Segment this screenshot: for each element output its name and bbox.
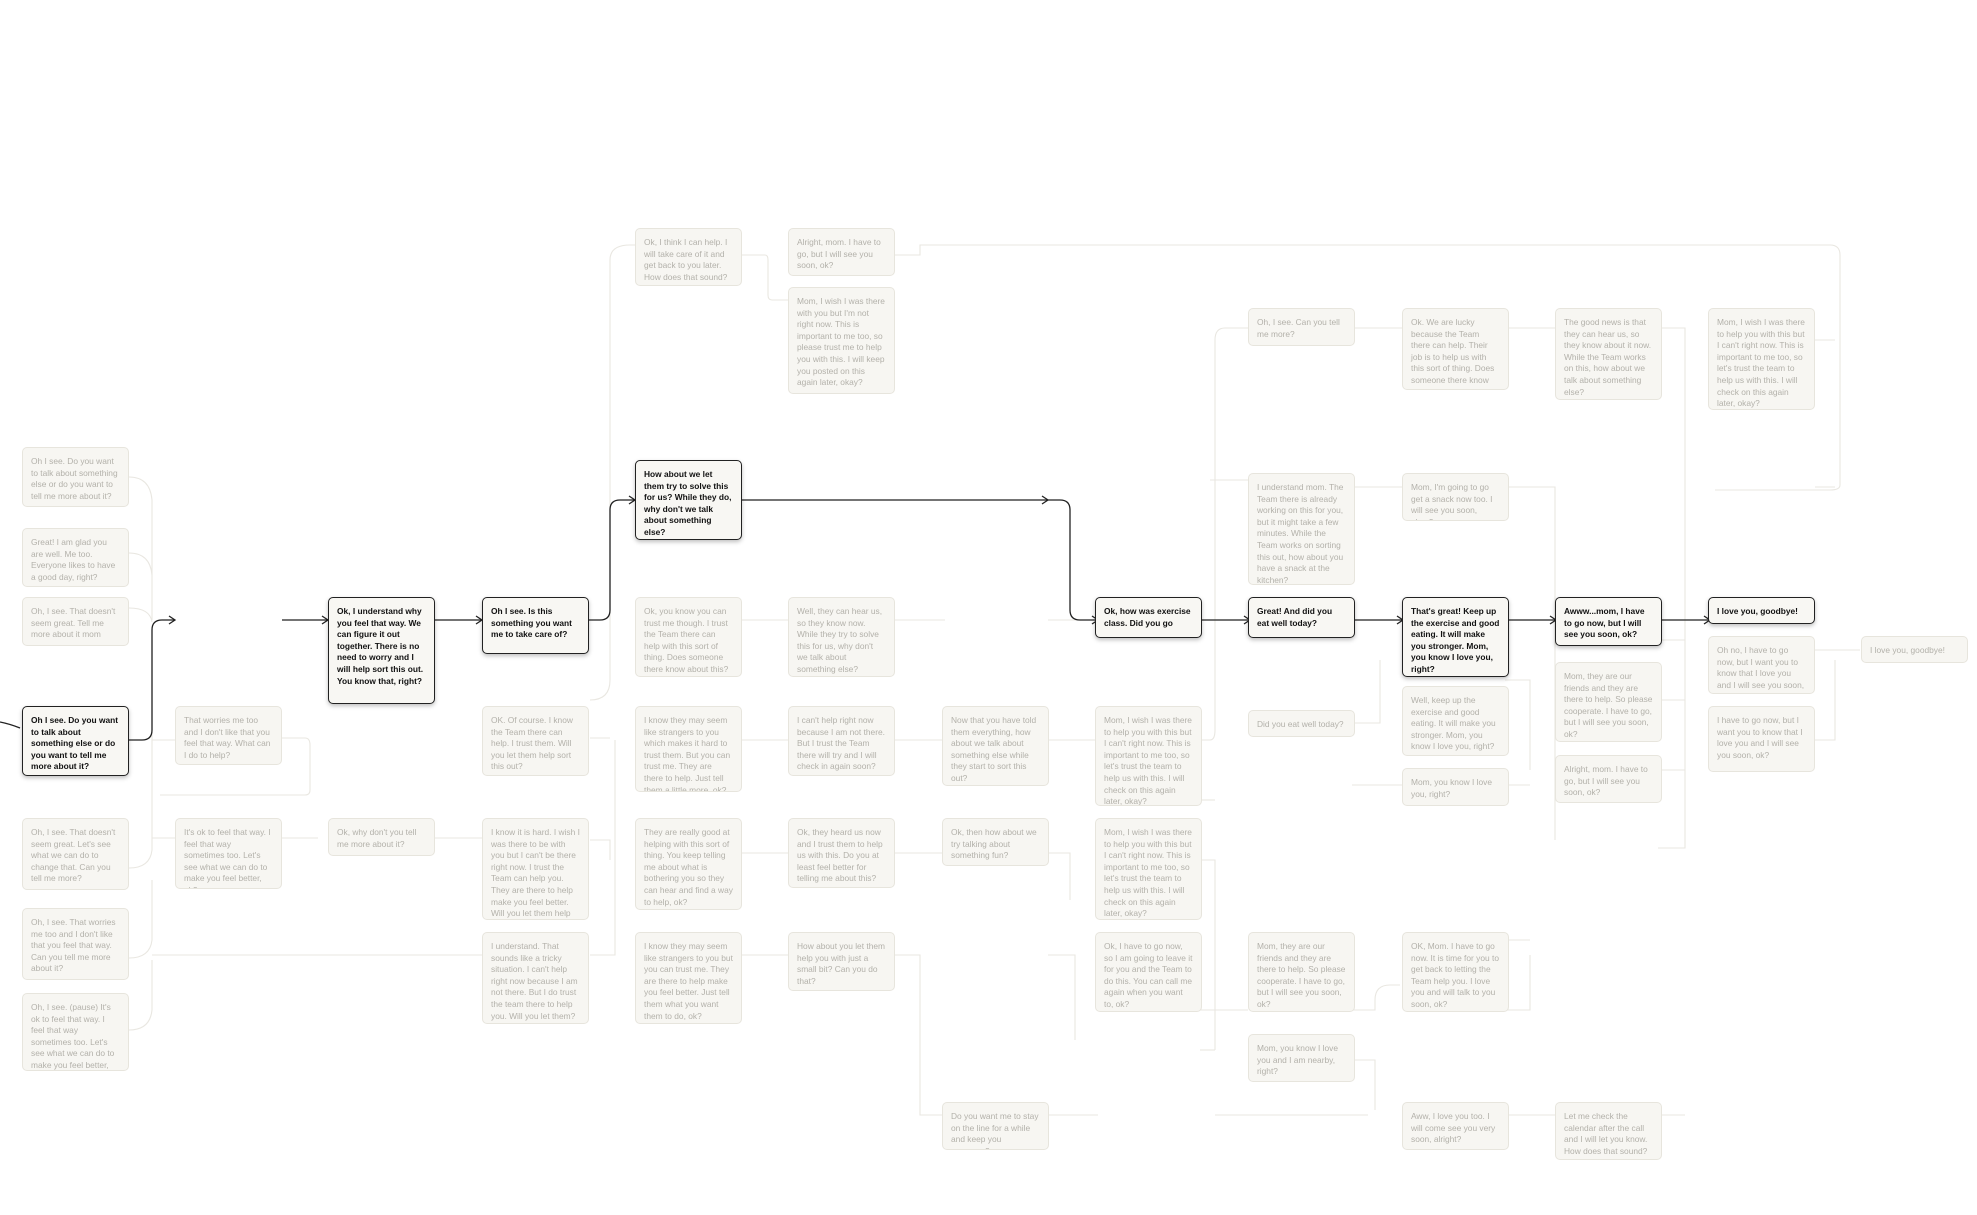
dialogue-node[interactable]: Mom, they are our friends and they are t… [1248,932,1355,1012]
dialogue-node[interactable]: Mom, you know I love you, right? [1402,768,1509,806]
dialogue-node[interactable]: It's ok to feel that way. I feel that wa… [175,818,282,889]
dialogue-node-active[interactable]: Oh I see. Do you want to talk about some… [22,706,129,776]
dialogue-node[interactable]: Mom, they are our friends and they are t… [1555,662,1662,742]
dialogue-node[interactable]: Ok, you know you can trust me though. I … [635,597,742,677]
dialogue-node[interactable]: Great! I am glad you are well. Me too. E… [22,528,129,587]
dialogue-node[interactable]: OK. Of course. I know the Team there can… [482,706,589,776]
dialogue-node[interactable]: Ok, why don't you tell me more about it? [328,818,435,856]
dialogue-node[interactable]: Well, they can hear us, so they know now… [788,597,895,677]
dialogue-node[interactable]: Ok. We are lucky because the Team there … [1402,308,1509,390]
dialogue-node[interactable]: I know it is hard. I wish I was there to… [482,818,589,920]
dialogue-node-active[interactable]: Oh I see. Is this something you want me … [482,597,589,654]
dialogue-node[interactable]: Oh I see. Do you want to talk about some… [22,447,129,507]
dialogue-node[interactable]: Oh, I see. That worries me too and I don… [22,908,129,980]
dialogue-node[interactable]: I know they may seem like strangers to y… [635,932,742,1024]
dialogue-node[interactable]: Oh, I see. Can you tell me more? [1248,308,1355,346]
dialogue-node[interactable]: Mom, I wish I was there to help you with… [1095,818,1202,920]
dialogue-node[interactable]: Now that you have told them everything, … [942,706,1049,786]
dialogue-node-active[interactable]: How about we let them try to solve this … [635,460,742,540]
dialogue-node[interactable]: I love you, goodbye! [1861,636,1968,663]
dialogue-node[interactable]: Well, keep up the exercise and good eati… [1402,686,1509,756]
dialogue-node[interactable]: Did you eat well today? [1248,710,1355,737]
dialogue-node[interactable]: Aww, I love you too. I will come see you… [1402,1102,1509,1150]
dialogue-node-active[interactable]: I love you, goodbye! [1708,597,1815,624]
dialogue-node[interactable]: Oh, I see. That doesn't seem great. Tell… [22,597,129,646]
dialogue-node-active[interactable]: That's great! Keep up the exercise and g… [1402,597,1509,677]
dialogue-node[interactable]: I understand. That sounds like a tricky … [482,932,589,1024]
dialogue-node[interactable]: Oh no, I have to go now, but I want you … [1708,636,1815,694]
dialogue-node[interactable]: OK, Mom. I have to go now. It is time fo… [1402,932,1509,1012]
dialogue-node[interactable]: Ok, I have to go now, so I am going to l… [1095,932,1202,1012]
dialogue-node[interactable]: Mom, I wish I was there with you but I'm… [788,287,895,394]
dialogue-node[interactable]: Ok, they heard us now and I trust them t… [788,818,895,888]
dialogue-node[interactable]: The good news is that they can hear us, … [1555,308,1662,400]
dialogue-node[interactable]: Let me check the calendar after the call… [1555,1102,1662,1160]
dialogue-node[interactable]: Mom, I'm going to go get a snack now too… [1402,473,1509,521]
dialogue-node[interactable]: Alright, mom. I have to go, but I will s… [788,228,895,276]
dialogue-node-active[interactable]: Awww...mom, I have to go now, but I will… [1555,597,1662,646]
dialogue-node[interactable]: Oh, I see. That doesn't seem great. Let'… [22,818,129,890]
dialogue-node[interactable]: They are really good at helping with thi… [635,818,742,910]
dialogue-node[interactable]: I can't help right now because I am not … [788,706,895,776]
dialogue-node[interactable]: That worries me too and I don't like tha… [175,706,282,765]
dialogue-node-active[interactable]: Ok, I understand why you feel that way. … [328,597,435,704]
dialogue-node[interactable]: Ok, then how about we try talking about … [942,818,1049,866]
active-connectors [0,499,1710,741]
dialogue-node[interactable]: I understand mom. The Team there is alre… [1248,473,1355,585]
dialogue-node[interactable]: Oh, I see. (pause) It's ok to feel that … [22,993,129,1071]
dialogue-node[interactable]: How about you let them help you with jus… [788,932,895,991]
dialogue-node[interactable]: Do you want me to stay on the line for a… [942,1102,1049,1150]
dialogue-node[interactable]: Mom, I wish I was there to help you with… [1708,308,1815,410]
dialogue-node-active[interactable]: Ok, how was exercise class. Did you go [1095,597,1202,638]
dialogue-node[interactable]: Ok, I think I can help. I will take care… [635,228,742,286]
dialogue-node[interactable]: Mom, I wish I was there to help you with… [1095,706,1202,806]
dialogue-node[interactable]: I have to go now, but I want you to know… [1708,706,1815,772]
dialogue-node-active[interactable]: Great! And did you eat well today? [1248,597,1355,638]
dialogue-node[interactable]: I know they may seem like strangers to y… [635,706,742,792]
dialogue-node[interactable]: Alright, mom. I have to go, but I will s… [1555,755,1662,803]
dialogue-node[interactable]: Mom, you know I love you and I am nearby… [1248,1034,1355,1082]
